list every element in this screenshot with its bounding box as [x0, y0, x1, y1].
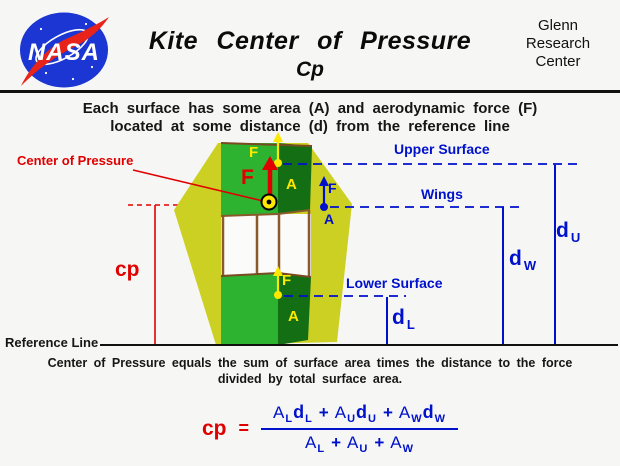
dw-base: d: [509, 247, 522, 270]
org-name: Glenn Research Center: [503, 17, 613, 71]
lower-cell-right-panel: [278, 273, 311, 345]
dl-base: d: [392, 306, 405, 329]
formula-term: A: [398, 403, 411, 422]
formula-subscript: L: [285, 413, 293, 425]
lower-cell-left-panel: [221, 273, 278, 345]
header-divider: [0, 90, 620, 93]
formula-equals: =: [238, 418, 249, 438]
formula-plus: +: [331, 433, 342, 452]
formula-denominator: AL+AU+AW: [261, 430, 458, 455]
kite-open-frame-area: [221, 214, 311, 277]
nasa-logo-star: [39, 27, 43, 31]
formula-term: d: [356, 402, 368, 422]
formula-subscript: L: [317, 443, 325, 455]
wing-area-label: A: [324, 211, 335, 227]
intro-line-2: located at some distance (d) from the re…: [110, 118, 510, 135]
caption-line-2: divided by total surface area.: [217, 372, 403, 386]
nasa-logo-star: [84, 22, 88, 26]
formula-term: A: [347, 433, 359, 452]
upper-surface-force-arrow: [273, 132, 283, 167]
nasa-logo-text: NASA: [28, 39, 100, 66]
formula-subscript: U: [359, 443, 368, 455]
wing-force-label: F: [328, 180, 337, 196]
du-base: d: [556, 219, 569, 242]
org-line-1: Glenn: [537, 17, 579, 34]
formula-term: A: [390, 433, 402, 452]
formula-numerator: ALdL+AUdU+AWdW: [260, 402, 459, 430]
lower-surface-force-arrow: [273, 266, 283, 299]
formula-term: A: [305, 433, 317, 452]
formula-term: A: [272, 403, 285, 422]
center-of-pressure-leader-line: [132, 169, 264, 202]
nasa-logo-star: [90, 65, 94, 69]
cp-label: cp: [115, 258, 140, 281]
formula-subscript: L: [305, 413, 312, 425]
formula-plus: +: [382, 403, 393, 422]
formula-term: d: [422, 402, 434, 422]
nasa-logo-swoosh: [21, 17, 109, 86]
cp-formula: cp = ALdL+AUdU+AWdW AL+AU+AW: [40, 402, 620, 455]
surface-dashed-lines: [283, 163, 577, 297]
nasa-logo-star: [44, 71, 48, 75]
dimension-lines: [386, 165, 556, 344]
upper-surface-label: Upper Surface: [394, 141, 490, 157]
lower-area-label: A: [288, 308, 299, 325]
upper-force-label: F: [249, 144, 259, 161]
reference-line-label: Reference Line: [5, 335, 99, 350]
page-title: Kite Center of Pressure: [148, 27, 472, 55]
upper-cell-top-edge: [220, 142, 313, 147]
formula-term: A: [334, 403, 347, 422]
formula-subscript: W: [411, 413, 422, 425]
dl-subscript: L: [406, 317, 415, 332]
center-of-pressure-marker: [260, 193, 278, 211]
formula-fraction: ALdL+AUdU+AWdW AL+AU+AW: [260, 402, 459, 455]
wing-force-arrow: [319, 176, 329, 211]
nasa-logo-star: [71, 77, 75, 81]
page-subtitle: Cp: [296, 58, 324, 81]
org-line-3: Center: [535, 53, 581, 70]
formula-subscript: U: [347, 413, 356, 425]
formula-term: d: [293, 402, 305, 422]
formula-plus: +: [374, 433, 385, 452]
dw-subscript: W: [523, 258, 537, 273]
nasa-logo-icon: NASA: [20, 12, 109, 88]
wings-label: Wings: [421, 186, 463, 202]
intro-line-1: Each surface has some area (A) and aerod…: [82, 100, 538, 117]
org-line-2: Research: [525, 35, 591, 52]
formula-subscript: U: [368, 413, 376, 425]
lower-surface-label: Lower Surface: [346, 275, 443, 291]
caption-line-1: Center of Pressure equals the sum of sur…: [47, 356, 573, 370]
frame-top-rail: [220, 209, 311, 217]
formula-plus: +: [318, 403, 329, 422]
upper-area-label: A: [286, 176, 297, 193]
du-subscript: U: [570, 230, 581, 245]
total-force-label: F: [241, 166, 254, 189]
upper-cell-right-panel: [278, 143, 312, 214]
lower-force-label: F: [282, 272, 292, 289]
formula-lhs: cp: [201, 416, 227, 440]
formula-subscript: W: [434, 413, 446, 425]
center-of-pressure-label: Center of Pressure: [17, 153, 134, 168]
formula-subscript: W: [402, 443, 413, 455]
